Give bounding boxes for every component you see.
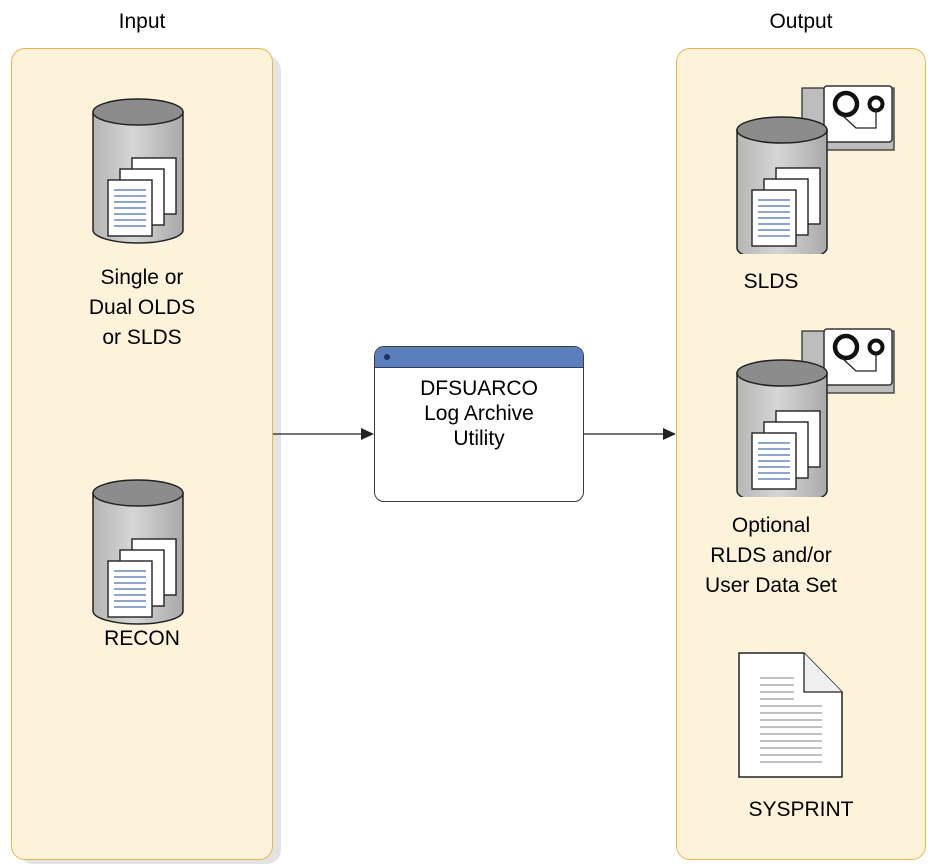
input-label-recon: RECON xyxy=(104,627,180,650)
printed-document-icon xyxy=(738,652,843,778)
output-arrowhead xyxy=(663,428,676,440)
utility-box: DFSUARCO Log Archive Utility xyxy=(374,346,584,502)
output-label-sysprint: SYSPRINT xyxy=(748,798,854,821)
output-label-slds: SLDS xyxy=(743,270,799,293)
disk-tape-dataset-icon xyxy=(736,328,895,497)
window-dot-icon xyxy=(384,354,390,360)
utility-label: DFSUARCO Log Archive Utility xyxy=(420,377,538,450)
input-heading: Input xyxy=(118,10,166,33)
output-heading: Output xyxy=(769,10,833,33)
window-title-bar xyxy=(375,347,583,368)
disk-tape-dataset-icon xyxy=(736,85,895,254)
output-label-rlds: Optional RLDS and/or User Data Set xyxy=(705,514,837,597)
disk-dataset-icon xyxy=(92,479,184,625)
input-arrowhead xyxy=(361,428,374,440)
disk-dataset-icon xyxy=(92,98,184,244)
input-label-olds: Single or Dual OLDS or SLDS xyxy=(88,266,196,349)
